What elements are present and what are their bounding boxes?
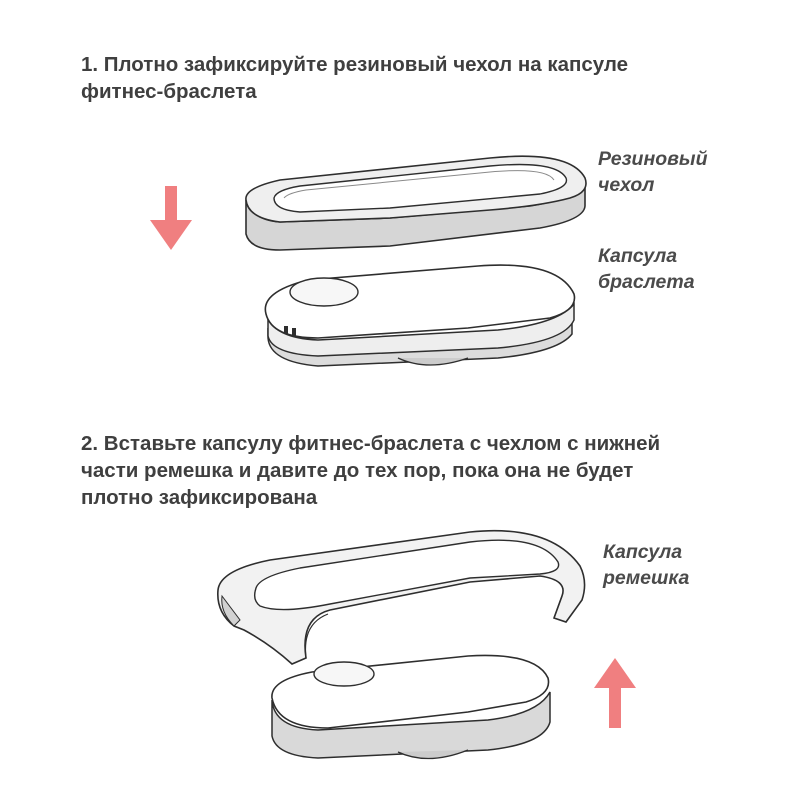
step-1-instruction: 1. Плотно зафиксируйте резиновый чехол н… [81,51,741,105]
step-2-line-2: части ремешка и давите до тех пор, пока … [81,459,634,482]
bracelet-capsule-illustration [264,264,576,367]
rubber-cover-label-line-2: чехол [598,174,655,196]
strap-frame-illustration [217,529,586,665]
step-2-instruction: 2. Вставьте капсулу фитнес-браслета с че… [81,430,771,511]
arrow-down-icon [150,186,192,250]
rubber-cover-label-line-1: Резиновый [598,148,708,170]
bracelet-capsule-label-line-1: Капсула [598,245,678,267]
step-1-line-2: фитнес-браслета [81,80,257,103]
step-2-line-3: плотно зафиксирована [81,486,318,509]
strap-capsule-label-line-2: ремешка [603,567,690,589]
strap-capsule-label-line-1: Капсула [603,541,683,563]
rubber-cover-illustration [245,155,587,251]
strap-capsule-label: Капсула ремешка [603,539,689,591]
rubber-cover-label: Резиновый чехол [598,146,708,198]
bracelet-capsule-label-line-2: браслета [598,271,695,293]
step-1-line-1: 1. Плотно зафиксируйте резиновый чехол н… [81,53,629,76]
arrow-up-icon [594,658,636,728]
step-2-line-1: 2. Вставьте капсулу фитнес-браслета с че… [81,432,661,455]
bracelet-capsule-label: Капсула браслета [598,243,695,295]
capsule-insert-illustration [271,654,551,760]
